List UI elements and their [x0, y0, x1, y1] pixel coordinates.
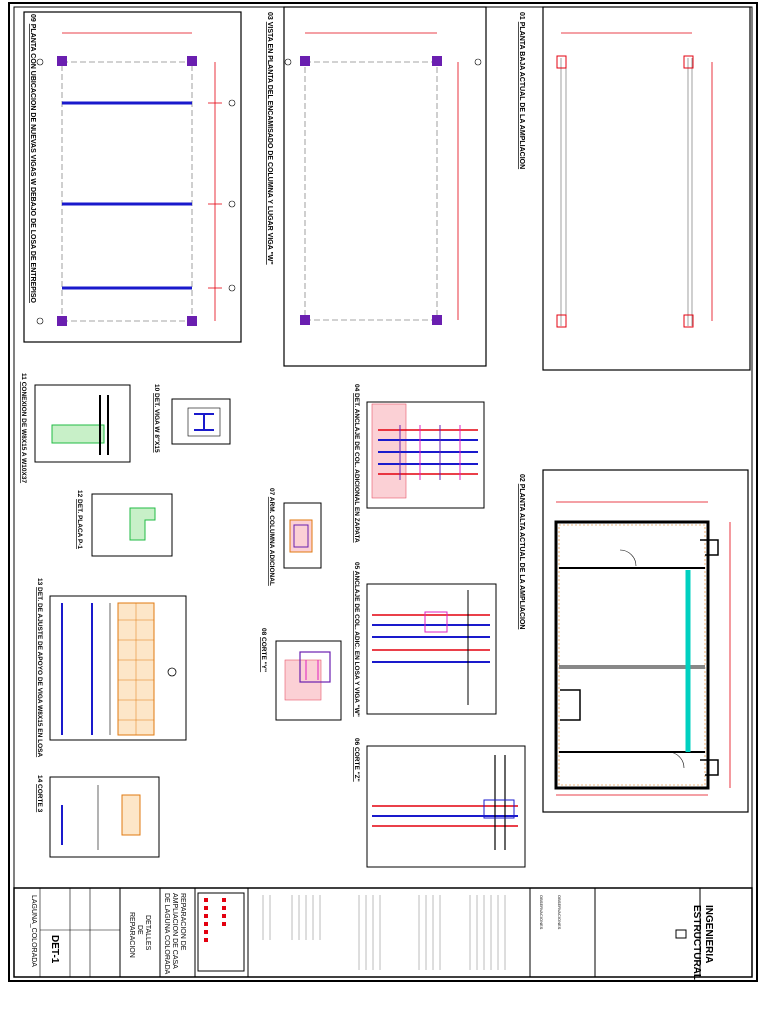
panel-title: 09 PLANTA CON UBICACION DE NUEVAS VIGAS … [29, 14, 36, 304]
column-marker [300, 56, 310, 66]
column-marker [432, 315, 442, 325]
panel-01-ground-floor-plan: 01 PLANTA BAJA ACTUAL DE LA AMPLIACION [518, 6, 751, 371]
column-marker [556, 314, 567, 328]
panel-08-section-y: 08 CORTE "Y" [260, 628, 342, 721]
panel-05-anchor-in-slab: 05 ANCLAJE DE COL. ADIC. EN LOSA Y VIGA … [353, 562, 497, 717]
company-name: INGENIERIA [703, 905, 714, 963]
panel-title: 14 CORTE 3 [36, 775, 43, 813]
project-name: REPARACION DE [179, 893, 186, 951]
title-block: INGENIERIA ESTRUCTURAL OBSERVACIONES OBS… [13, 887, 753, 980]
panel-13-beam-seat-adjust: 13 DET. DE AJUSTE DE APOYO DE VIGA W8X15… [36, 578, 187, 757]
panel-title: 07 ARM. COLUMNA ADICIONAL [268, 488, 275, 586]
legend-box [197, 892, 245, 972]
panel-14-section-3: 14 CORTE 3 [36, 775, 160, 858]
panel-03-plan-column-jacketing: 03 VISTA EN PLANTA DEL ENCAMISADO DE COL… [266, 6, 487, 367]
sheet-title-2: DE [136, 925, 143, 935]
column-marker [187, 56, 197, 66]
column-marker [57, 56, 67, 66]
panel-title: 04 DET. ANCLAJE DE COL. ADICIONAL EN ZAP… [353, 384, 360, 543]
panel-title: 08 CORTE "Y" [260, 628, 267, 672]
panel-11-w8x15-to-w10x37: 11 CONEXION DE W8X15 A W10X37 [20, 373, 131, 483]
panel-04-anchor-in-footing: 04 DET. ANCLAJE DE COL. ADICIONAL EN ZAP… [353, 384, 485, 543]
general-notes [262, 895, 506, 970]
sheet-code: DET-1 [49, 935, 60, 964]
panel-title: 12 DET. PLACA P-1 [76, 490, 83, 549]
company-name-2: ESTRUCTURAL [691, 905, 702, 980]
panel-title: 10 DET. VIGA W 8"X15 [153, 384, 160, 453]
project-name-3: DE LAGUNA COLORADA [163, 893, 170, 975]
sheet-title: DETALLES [144, 915, 151, 951]
panel-09-plan-new-beams: 09 PLANTA CON UBICACION DE NUEVAS VIGAS … [23, 11, 242, 343]
panel-title: 02 PLANTA ALTA ACTUAL DE LA AMPLIACION [518, 474, 525, 629]
column-marker [57, 316, 67, 326]
project-name-2: AMPLIACION DE CASA [171, 893, 178, 969]
location: LAGUNA_COLORADA [30, 895, 37, 967]
company-logo-icon [675, 929, 687, 939]
panel-title: 01 PLANTA BAJA ACTUAL DE LA AMPLIACION [518, 12, 525, 169]
observations-label: OBSERVACIONES [557, 895, 562, 930]
panel-title: 13 DET. DE AJUSTE DE APOYO DE VIGA W8X15… [36, 578, 43, 757]
panel-06-section-z: 06 CORTE "Z" [353, 738, 526, 868]
panel-02-upper-floor-plan: 02 PLANTA ALTA ACTUAL DE LA AMPLIACION [518, 469, 749, 813]
panel-10-w8x15-beam: 10 DET. VIGA W 8"X15 [153, 384, 231, 453]
column-marker [187, 316, 197, 326]
panel-07-additional-column: 07 ARM. COLUMNA ADICIONAL [268, 488, 322, 586]
column-marker [683, 314, 694, 328]
column-marker [300, 315, 310, 325]
panel-title: 05 ANCLAJE DE COL. ADIC. EN LOSA Y VIGA … [353, 562, 360, 717]
column-marker [683, 55, 694, 69]
observations-label-2: OBSERVACIONES [539, 895, 544, 930]
panel-12-plate-p1: 12 DET. PLACA P-1 [76, 490, 173, 557]
sheet-title-3: REPARACION [128, 912, 135, 958]
column-marker [556, 55, 567, 69]
panel-title: 03 VISTA EN PLANTA DEL ENCAMISADO DE COL… [266, 12, 273, 265]
column-marker [432, 56, 442, 66]
panel-title: 11 CONEXION DE W8X15 A W10X37 [20, 373, 27, 483]
sheet-outer-border [8, 2, 758, 982]
panel-title: 06 CORTE "Z" [353, 738, 360, 782]
